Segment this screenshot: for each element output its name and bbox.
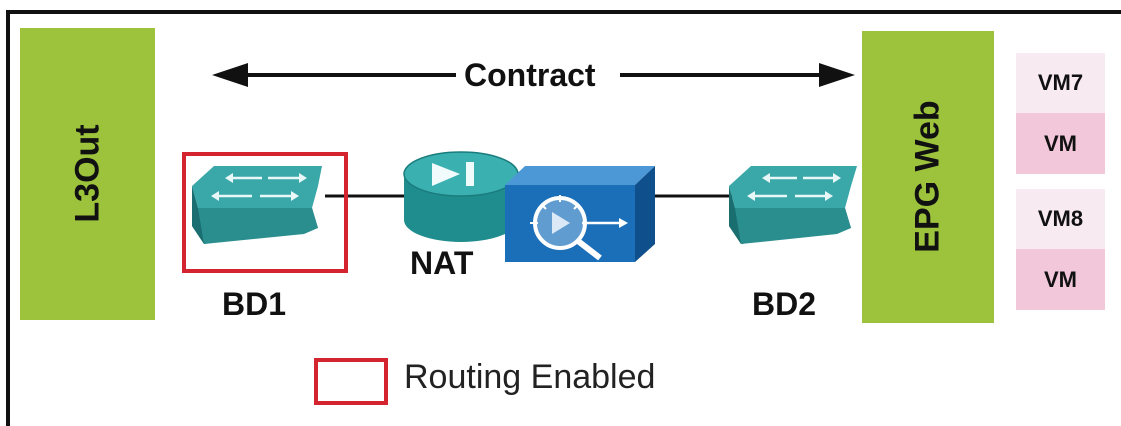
bd1-switch-icon xyxy=(192,166,322,244)
contract-arrow xyxy=(212,63,855,87)
nat-label: NAT xyxy=(410,245,474,281)
vm-name: VM8 xyxy=(1016,189,1105,249)
bd2-label: BD2 xyxy=(752,286,817,322)
vm-group-2: VM8 VM xyxy=(1016,189,1105,310)
contract-label: Contract xyxy=(462,57,598,94)
legend-text: Routing Enabled xyxy=(404,358,656,396)
vm-type: VM xyxy=(1016,249,1105,310)
firewall-icon xyxy=(505,166,655,262)
vm-name: VM7 xyxy=(1016,53,1105,113)
legend-swatch xyxy=(314,358,388,405)
diagram-frame xyxy=(6,10,1121,426)
vm-type: VM xyxy=(1016,113,1105,174)
epg-web-block: EPG Web xyxy=(862,31,994,323)
bd1-label: BD1 xyxy=(222,286,287,322)
vm-group-1: VM7 VM xyxy=(1016,53,1105,174)
nat-router-icon xyxy=(403,151,519,242)
bd2-switch-icon xyxy=(729,166,857,244)
l3out-block: L3Out xyxy=(20,28,155,320)
bd1-routing-highlight xyxy=(182,152,348,273)
